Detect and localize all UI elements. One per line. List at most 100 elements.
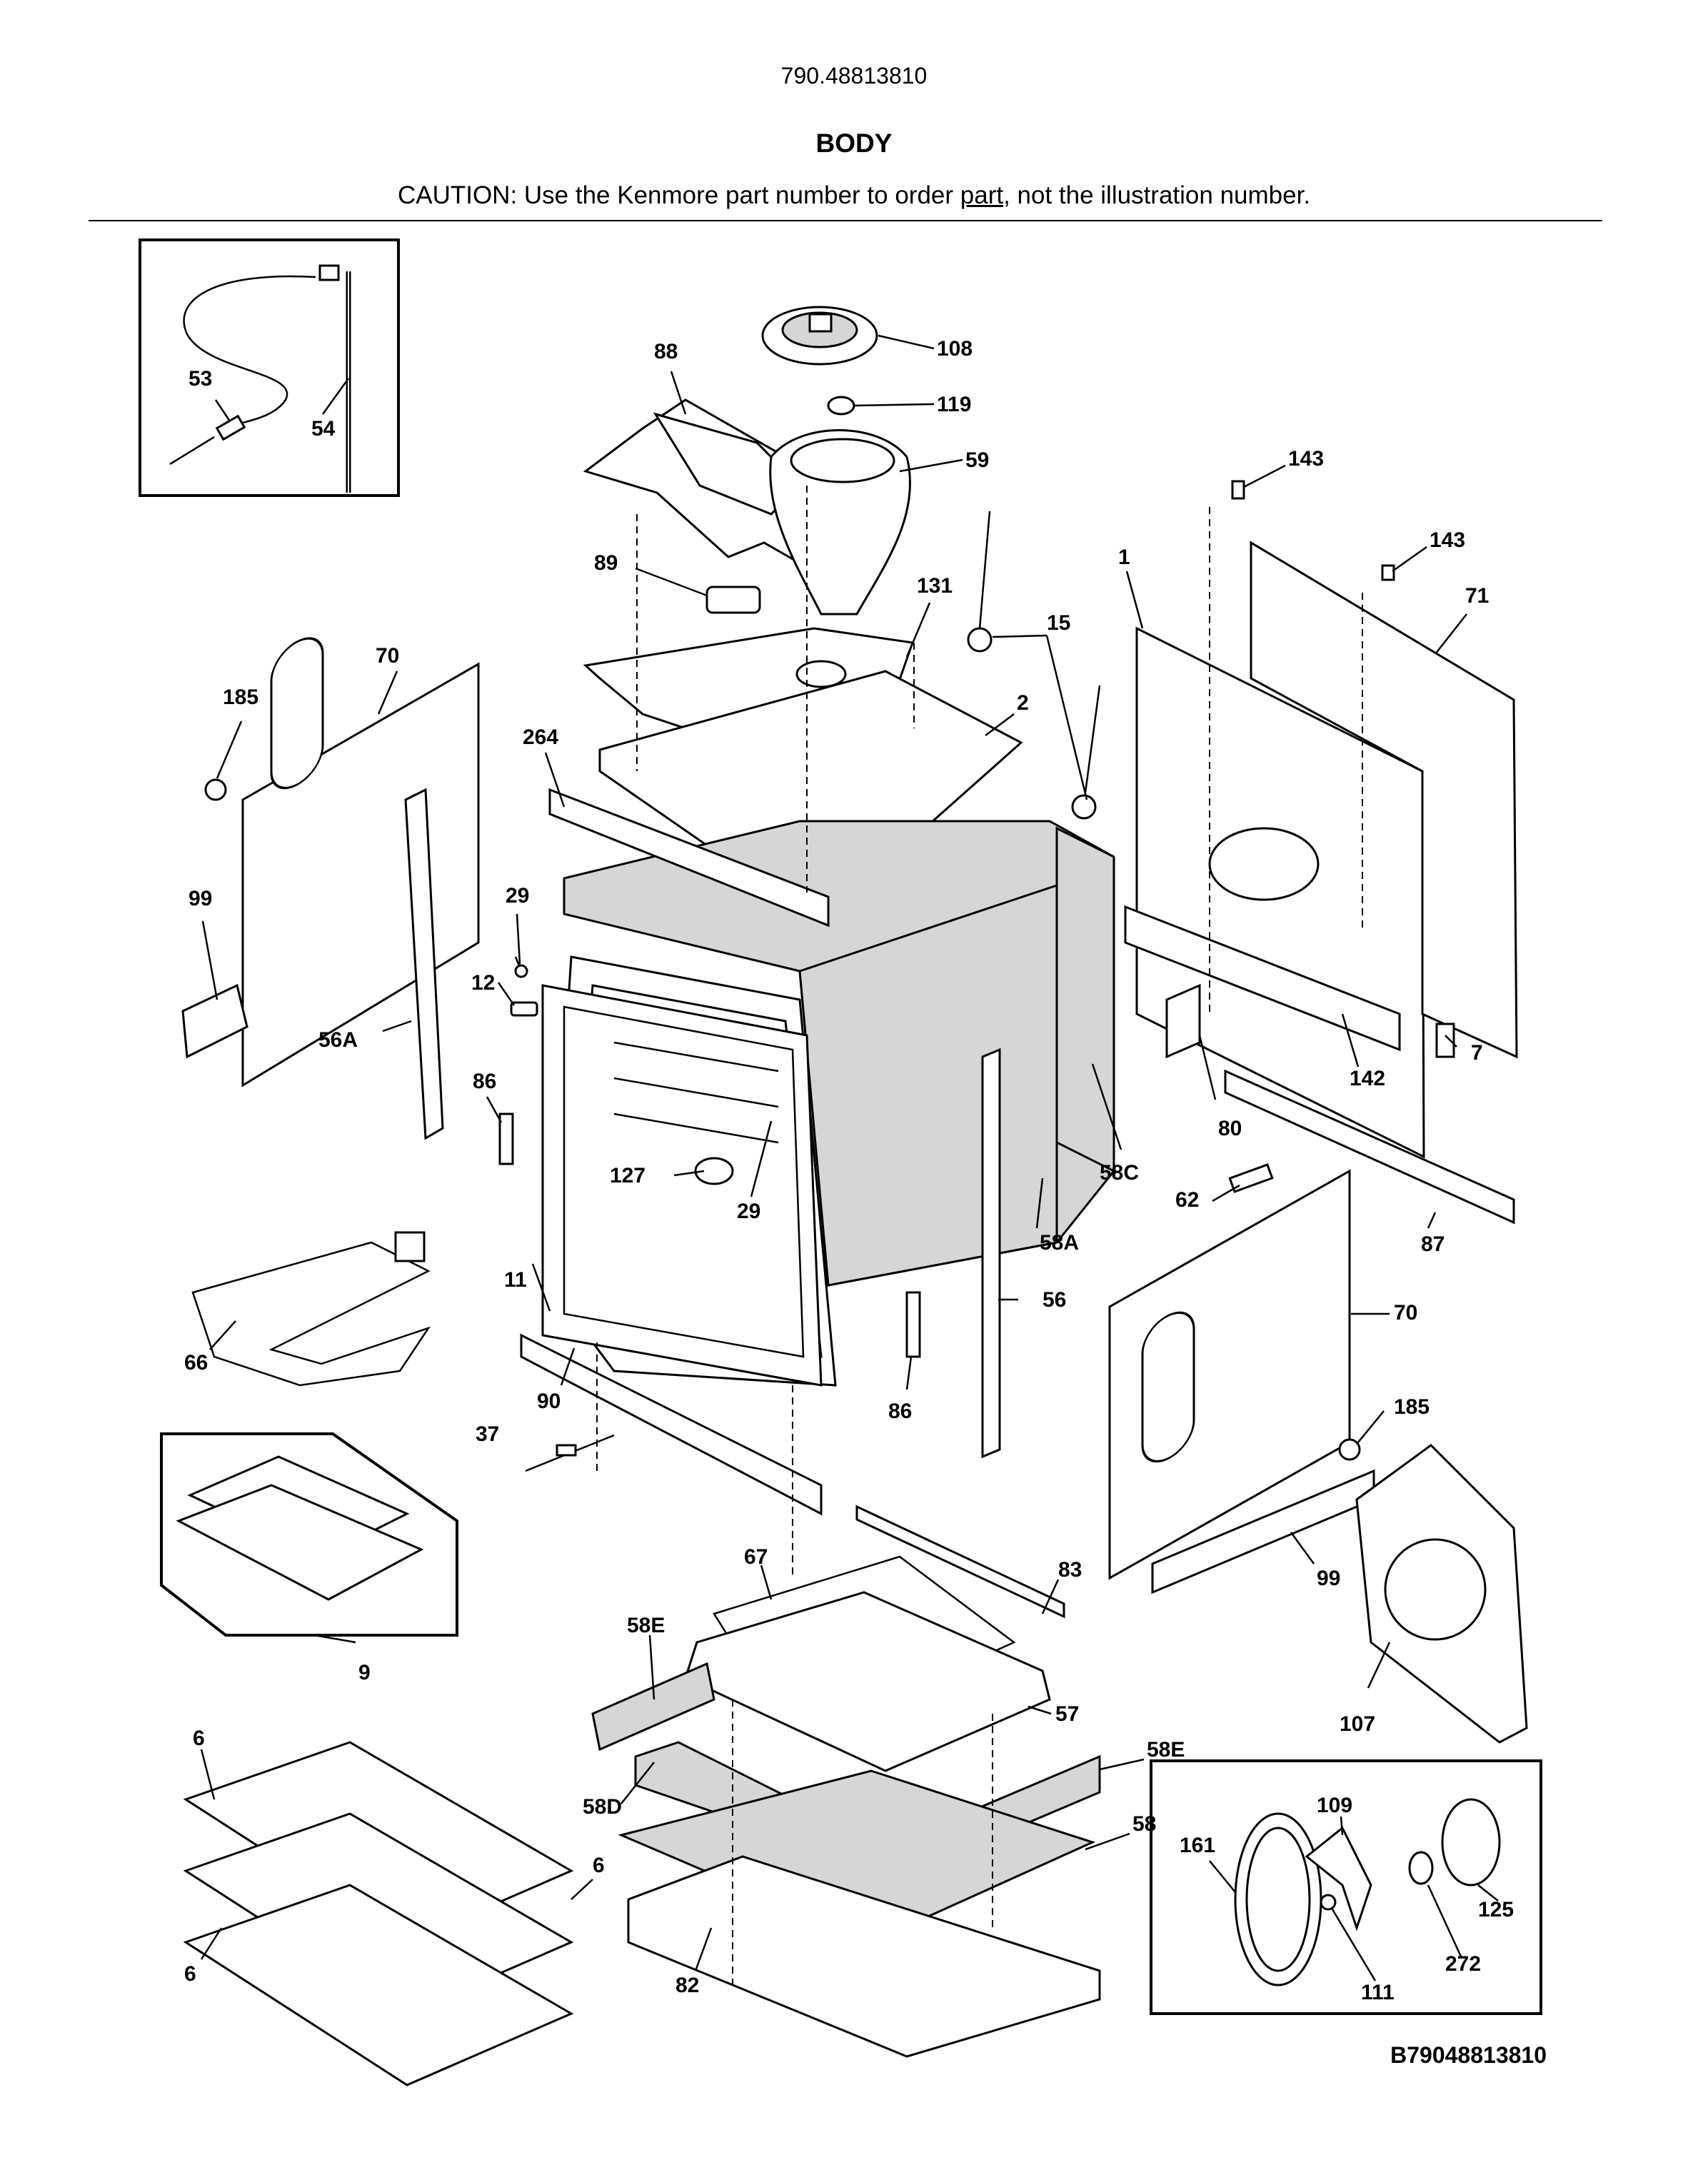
side-panel-left-part bbox=[241, 637, 480, 1087]
fan-cover-part bbox=[769, 429, 911, 616]
callout-111: 111 bbox=[1361, 1981, 1395, 2004]
callout-58D: 58D bbox=[583, 1795, 622, 1819]
callout-83: 83 bbox=[1058, 1558, 1082, 1582]
callout-58: 58 bbox=[1132, 1812, 1156, 1836]
broiler-pan-part bbox=[176, 1455, 424, 1601]
callout-11: 11 bbox=[504, 1268, 527, 1292]
callout-131: 131 bbox=[917, 574, 953, 598]
convection-inset-box bbox=[1150, 1759, 1542, 2015]
fan-motor-part bbox=[1441, 1798, 1501, 1887]
bracket-80-part bbox=[1165, 983, 1201, 1059]
convection-fan-motor-part bbox=[761, 306, 878, 366]
callout-59: 59 bbox=[965, 448, 989, 472]
callout-56A: 56A bbox=[318, 1028, 358, 1052]
foot-185-right-part bbox=[1338, 1438, 1361, 1461]
callout-37: 37 bbox=[476, 1422, 499, 1446]
insulation-58E-left-part bbox=[591, 1662, 715, 1752]
base-pan-part bbox=[627, 1855, 1101, 2058]
bracket-99-left-part bbox=[181, 983, 248, 1059]
callout-71: 71 bbox=[1465, 584, 1489, 608]
nut-part bbox=[1320, 1894, 1337, 1911]
model-number: 790.48813810 bbox=[780, 63, 928, 89]
lamp-socket-part bbox=[510, 1001, 538, 1017]
callout-70-right: 70 bbox=[1394, 1301, 1417, 1325]
callout-143-lower: 143 bbox=[1430, 528, 1465, 552]
callout-29-upper: 29 bbox=[506, 884, 529, 908]
thermostat-part bbox=[827, 396, 855, 416]
rear-fan-cover-part bbox=[1355, 1444, 1528, 1744]
callout-57: 57 bbox=[1055, 1702, 1079, 1726]
rear-fan-part bbox=[694, 1157, 734, 1185]
callout-9: 9 bbox=[358, 1661, 371, 1684]
terminal-block-part bbox=[1228, 1163, 1274, 1193]
callout-58E-upper: 58E bbox=[627, 1614, 665, 1637]
callout-2: 2 bbox=[1017, 691, 1029, 715]
rack-support-part bbox=[613, 1041, 779, 1144]
callout-6-middle: 6 bbox=[593, 1854, 605, 1877]
callout-54: 54 bbox=[311, 417, 336, 441]
callout-29-lower: 29 bbox=[737, 1200, 760, 1223]
broiler-pan-inset-box bbox=[160, 1432, 458, 1637]
callout-88: 88 bbox=[654, 340, 678, 363]
rear-cover-part bbox=[1250, 541, 1518, 1059]
callout-56: 56 bbox=[1043, 1288, 1066, 1312]
broil-element-part bbox=[191, 1231, 431, 1387]
caution-text-start: CAUTION: Use the Kenmore part number to … bbox=[397, 181, 960, 209]
diagram-code: B79048813810 bbox=[1390, 2042, 1547, 2068]
callout-80: 80 bbox=[1218, 1117, 1242, 1140]
callout-185-left: 185 bbox=[223, 685, 258, 709]
callout-66: 66 bbox=[184, 1351, 208, 1375]
foot-185-left-part bbox=[204, 778, 227, 801]
fan-blade-part bbox=[1305, 1826, 1372, 1932]
hinge-pin-part bbox=[525, 1434, 615, 1472]
callout-161: 161 bbox=[1180, 1834, 1215, 1857]
callout-125: 125 bbox=[1478, 1898, 1514, 1922]
callout-127: 127 bbox=[610, 1164, 645, 1187]
callout-15: 15 bbox=[1047, 611, 1070, 635]
bracket-part bbox=[548, 788, 830, 928]
callout-leaders bbox=[200, 334, 1499, 1981]
assembly-guide-lines bbox=[596, 486, 1363, 1985]
callout-53: 53 bbox=[189, 367, 212, 391]
callout-58A: 58A bbox=[1040, 1231, 1079, 1255]
header-divider bbox=[89, 220, 1602, 221]
switch-part bbox=[705, 586, 761, 614]
callout-1: 1 bbox=[1118, 546, 1130, 569]
callout-143-upper: 143 bbox=[1288, 447, 1324, 471]
element-bracket-83-part bbox=[855, 1505, 1065, 1619]
callout-119: 119 bbox=[937, 393, 971, 416]
oven-frame-part bbox=[541, 984, 823, 1387]
callout-6-top: 6 bbox=[193, 1727, 205, 1750]
callout-87: 87 bbox=[1421, 1232, 1445, 1256]
probe-sensor-part bbox=[169, 264, 340, 466]
callout-185-right: 185 bbox=[1394, 1395, 1430, 1419]
section-title: BODY bbox=[815, 129, 893, 158]
probe-inset-box bbox=[139, 238, 400, 497]
callout-70-left: 70 bbox=[376, 644, 399, 668]
callout-7: 7 bbox=[1471, 1041, 1483, 1065]
caution-text-end: , not the illustration number. bbox=[1003, 181, 1311, 209]
callout-264: 264 bbox=[523, 725, 558, 749]
callout-86-lower: 86 bbox=[888, 1400, 912, 1423]
convection-element-part bbox=[1234, 1812, 1322, 1986]
rail-56-part bbox=[981, 1048, 1001, 1459]
callout-86-upper: 86 bbox=[473, 1070, 496, 1093]
callout-99-right: 99 bbox=[1317, 1567, 1340, 1590]
callout-58E-lower: 58E bbox=[1147, 1738, 1185, 1762]
callout-90: 90 bbox=[537, 1390, 561, 1413]
insulation-58C-part bbox=[1055, 826, 1115, 1173]
callout-108: 108 bbox=[937, 337, 973, 361]
rail-left-part bbox=[404, 788, 444, 1140]
callout-67: 67 bbox=[744, 1545, 768, 1569]
callout-89: 89 bbox=[594, 551, 618, 575]
screw-part bbox=[514, 956, 528, 978]
callout-58C: 58C bbox=[1100, 1161, 1139, 1185]
caution-part-word: part bbox=[960, 181, 1004, 209]
clip-part bbox=[1231, 480, 1395, 581]
callout-12: 12 bbox=[471, 971, 495, 995]
shaft-part bbox=[1408, 1851, 1434, 1885]
caution-note: CAUTION: Use the Kenmore part number to … bbox=[0, 181, 1708, 210]
rail-87-part bbox=[1224, 1069, 1515, 1225]
callout-272: 272 bbox=[1445, 1952, 1481, 1976]
